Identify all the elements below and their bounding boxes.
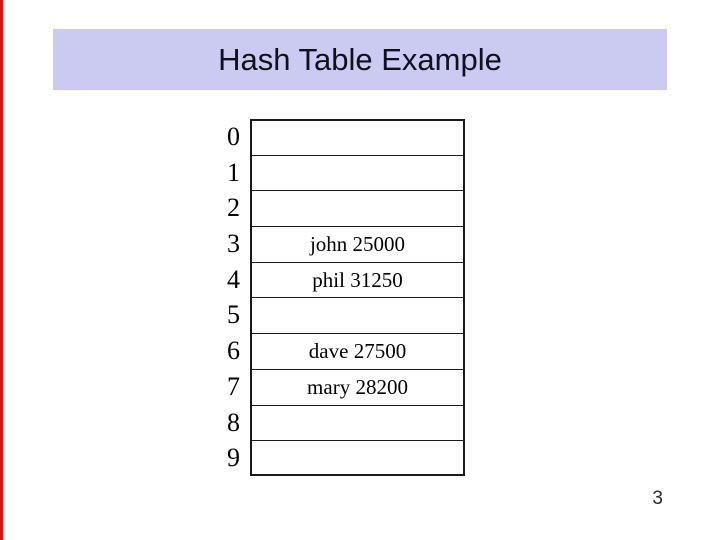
- table-row: 2: [170, 190, 465, 227]
- row-index: 1: [227, 157, 240, 187]
- title-banner: Hash Table Example: [53, 29, 667, 90]
- table-row: 9: [170, 440, 465, 476]
- row-index: 6: [227, 336, 240, 366]
- bucket-cell: [250, 190, 465, 227]
- table-row: 7 mary 28200: [170, 368, 465, 405]
- bucket-cell: [250, 297, 465, 334]
- bucket-cell: [250, 440, 465, 476]
- bucket-cell: [250, 119, 465, 155]
- table-row: 6 dave 27500: [170, 333, 465, 369]
- table-row: 8: [170, 404, 465, 441]
- bucket-cell: phil 31250: [250, 261, 465, 298]
- page-number: 3: [652, 488, 663, 509]
- red-accent-line: [0, 0, 3, 540]
- table-row: 4 phil 31250: [170, 261, 465, 298]
- bucket-cell: john 25000: [250, 226, 465, 262]
- row-index: 4: [227, 264, 240, 294]
- hash-table-diagram: 0 1 2 3 john 25000 4 phil 31250 5 6 dave…: [170, 119, 465, 476]
- row-index: 5: [227, 300, 240, 330]
- row-index: 9: [227, 443, 240, 473]
- row-index: 0: [227, 122, 240, 151]
- table-row: 5: [170, 297, 465, 334]
- table-row: 1: [170, 154, 465, 191]
- row-index: 7: [227, 371, 240, 401]
- bucket-cell: dave 27500: [250, 333, 465, 369]
- slide-title: Hash Table Example: [218, 41, 502, 77]
- bucket-cell: mary 28200: [250, 368, 465, 405]
- table-row: 0: [170, 119, 465, 155]
- row-index: 2: [227, 193, 240, 223]
- bucket-cell: [250, 404, 465, 441]
- bucket-cell: [250, 154, 465, 191]
- table-row: 3 john 25000: [170, 226, 465, 262]
- row-index: 3: [227, 229, 240, 259]
- row-index: 8: [227, 407, 240, 437]
